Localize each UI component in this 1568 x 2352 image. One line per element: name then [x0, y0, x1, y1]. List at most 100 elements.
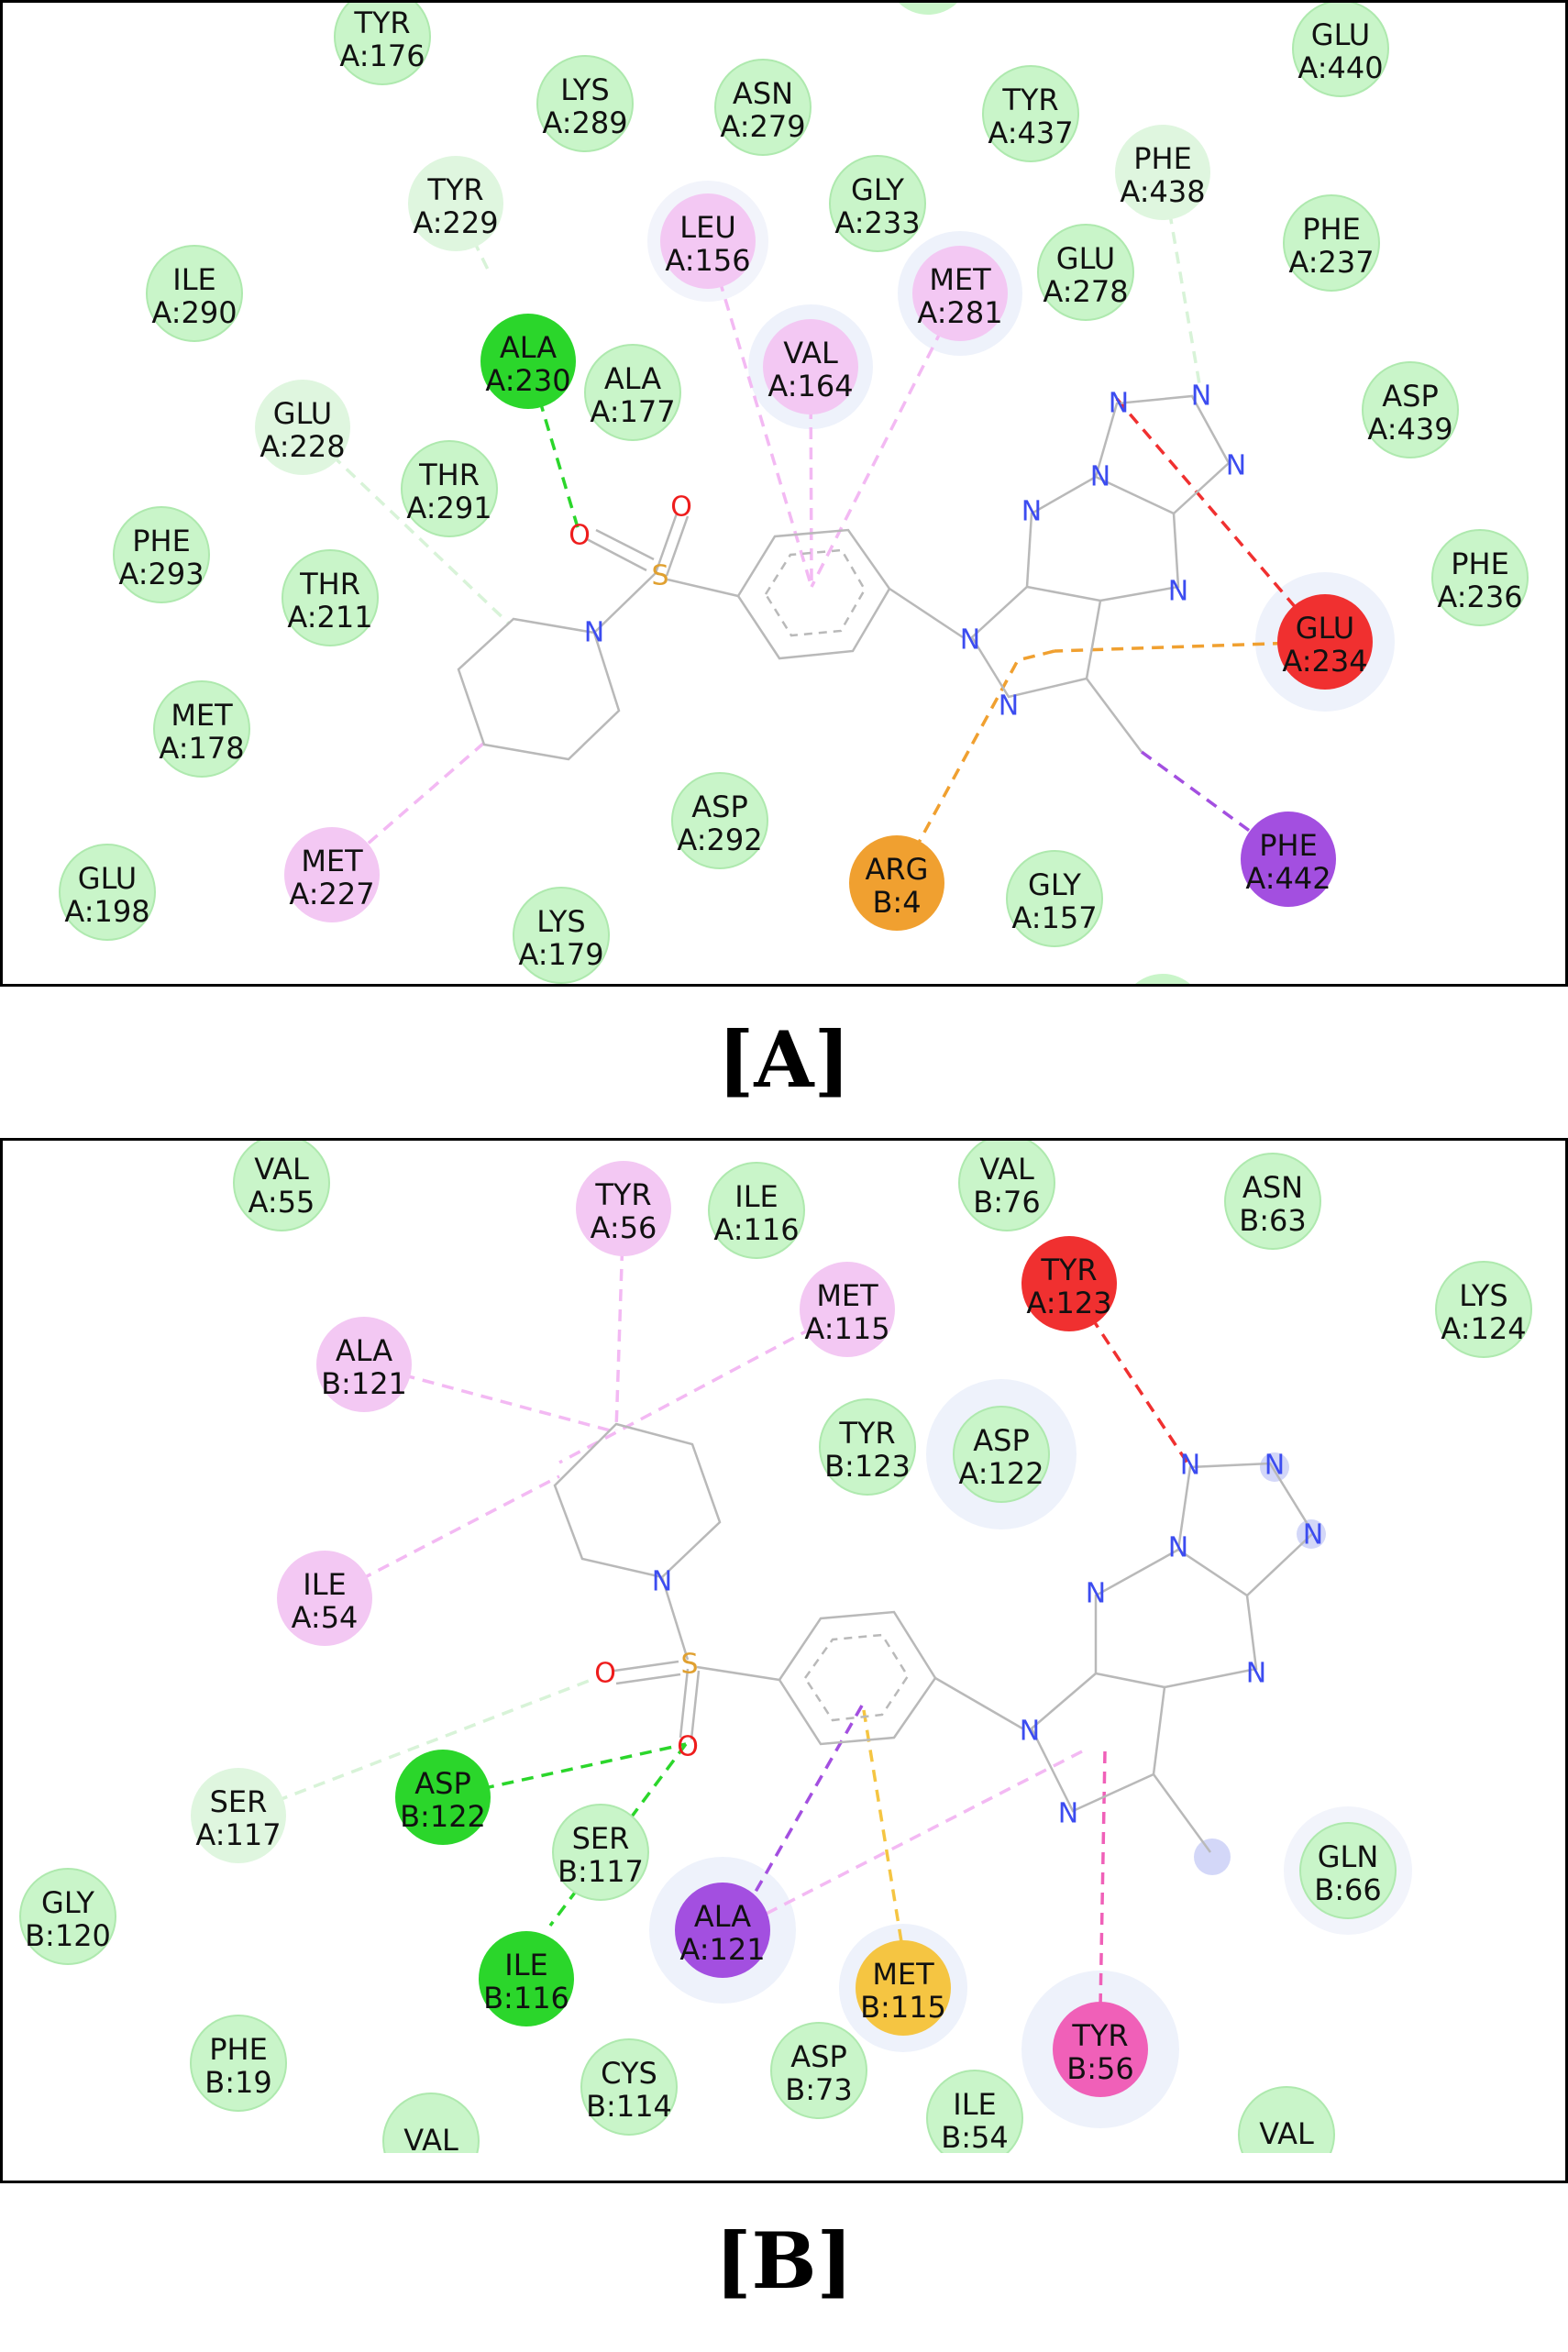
halo — [1194, 1839, 1231, 1875]
residue-bubble — [671, 772, 768, 869]
residue-position: B:56 — [1066, 2051, 1133, 2086]
residue-bubble — [382, 2093, 480, 2153]
oxygen-atom: O — [670, 491, 692, 524]
ligand-b: N S O O N N N N N N N N — [553, 1422, 1323, 1853]
residue-position: A:121 — [679, 1932, 765, 1967]
residue-bubble — [284, 827, 380, 922]
residue-position: A:237 — [1288, 245, 1374, 280]
residue-name: PHE — [132, 524, 191, 558]
residue-position: A:278 — [1043, 274, 1128, 309]
residue-name: THR — [418, 458, 480, 492]
residue-name: SER — [572, 1821, 630, 1856]
residue-position: A:439 — [1367, 412, 1452, 447]
residue-bubble — [536, 55, 634, 152]
residue-bubble — [59, 844, 156, 941]
residue-name: GLU — [1056, 241, 1115, 276]
panel-a-label: [A] — [718, 1014, 851, 1105]
residue-bubble — [233, 1141, 330, 1231]
residue-name: TYR — [1040, 1253, 1097, 1287]
residue-position: A:122 — [958, 1456, 1043, 1491]
residue-position: A:440 — [1297, 50, 1383, 85]
residue-position: A:117 — [195, 1817, 281, 1852]
residue-bubble — [1224, 1153, 1321, 1250]
residue-position: A:281 — [917, 295, 1002, 330]
oxygen-atom: O — [677, 1731, 699, 1763]
residue-bubble — [113, 506, 210, 603]
residue-name: MET — [301, 844, 363, 878]
residue-name: ILE — [172, 262, 215, 297]
residue-name: SER — [210, 1784, 268, 1819]
residue-position: B:4 — [872, 885, 921, 920]
residue-bubble — [800, 1262, 895, 1357]
residue-val-x: VAL — [382, 2093, 480, 2153]
residue-name: PHE — [1302, 212, 1361, 247]
residue-position: A:290 — [151, 295, 237, 330]
residue-name: ASP — [1382, 379, 1439, 414]
residue-bubble — [191, 1768, 286, 1863]
panel-b-frame — [0, 1138, 1568, 2183]
halo — [1260, 1452, 1289, 1482]
residue-name: GLU — [1311, 17, 1370, 52]
residue-position: A:179 — [518, 937, 603, 972]
nitrogen-atom: N — [1303, 1519, 1323, 1551]
residue-name: GLY — [1028, 867, 1081, 902]
residue-bubble — [1277, 594, 1373, 690]
panel-a-diagram: N S O O N N N N N N N N TYRA:176LYSA:289… — [59, 3, 1529, 984]
residue-position: B:73 — [785, 2072, 852, 2107]
residue-position: A:229 — [413, 205, 498, 240]
residue-position: A:442 — [1245, 861, 1331, 896]
residue-position: B:54 — [941, 2120, 1008, 2155]
residue-val-x: VAL — [1238, 2086, 1335, 2153]
residue-position: B:120 — [25, 1918, 111, 1953]
residue-bubble — [829, 155, 926, 252]
residue-position: A:177 — [590, 394, 675, 429]
nitrogen-atom: N — [1109, 388, 1129, 420]
residue-bubble — [408, 156, 503, 251]
residue-bubble — [334, 3, 431, 85]
residue-bubble — [1053, 2002, 1148, 2097]
residue-name: PHE — [209, 2032, 268, 2067]
sulfur-atom: S — [651, 560, 668, 592]
residue-position: A:157 — [1011, 900, 1097, 935]
residue-position: B:123 — [824, 1449, 911, 1484]
residue-position: B:114 — [586, 2089, 672, 2124]
residue-partial — [1135, 974, 1190, 984]
residue-position: A:124 — [1441, 1311, 1526, 1346]
residue-position: A:293 — [118, 557, 204, 591]
residue-bubble — [1238, 2086, 1335, 2153]
residue-position: A:115 — [804, 1311, 889, 1346]
residue-bubble — [1431, 529, 1529, 626]
residue-position: A:227 — [289, 877, 374, 911]
residue-bubble — [982, 65, 1079, 162]
residue-bubble — [513, 887, 610, 984]
interaction-lines — [237, 1208, 1192, 2009]
residue-name: TYR — [838, 1416, 895, 1451]
residue-bubble — [856, 1940, 951, 2036]
nitrogen-atom: N — [1090, 461, 1110, 493]
residue-position: A:176 — [339, 39, 425, 73]
residue-bubble — [1021, 1236, 1117, 1331]
residue-position: B:121 — [321, 1366, 407, 1401]
